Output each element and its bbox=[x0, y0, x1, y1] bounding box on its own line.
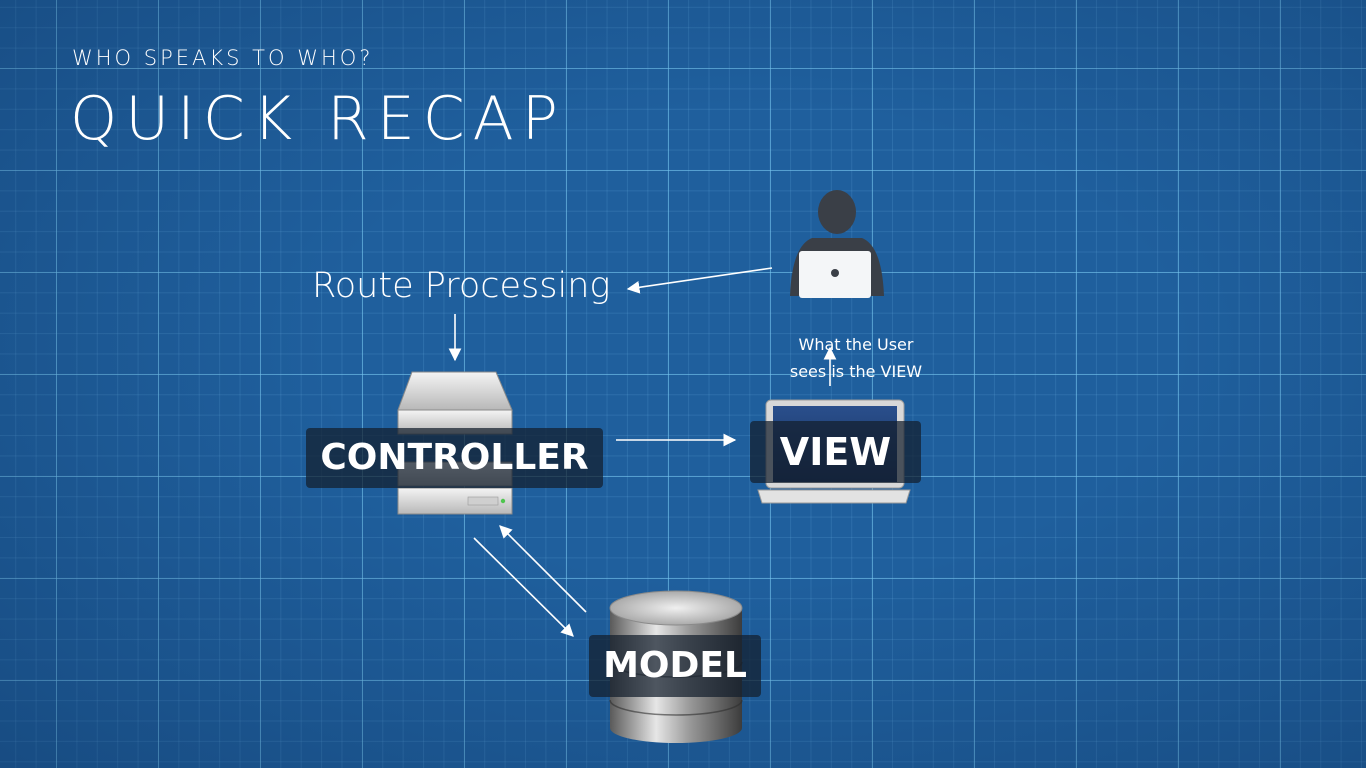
controller-label: CONTROLLER bbox=[306, 428, 603, 488]
arrow-user-to-route bbox=[626, 267, 773, 294]
model-label: MODEL bbox=[589, 635, 761, 697]
user-with-laptop-icon bbox=[790, 190, 884, 298]
arrow-model-to-controller bbox=[499, 525, 587, 613]
user-caption-line-2: sees is the VIEW bbox=[789, 362, 923, 381]
slide-subtitle: WHO SPEAKS TO WHO? bbox=[72, 46, 374, 70]
view-label: VIEW bbox=[750, 421, 921, 483]
route-processing-label: Route Processing bbox=[312, 266, 611, 306]
arrow-controller-to-model bbox=[473, 537, 574, 637]
slide-title: QUICK RECAP bbox=[70, 84, 566, 154]
user-caption-line-1: What the User bbox=[798, 335, 914, 354]
user-caption: What the User sees is the VIEW bbox=[776, 331, 936, 385]
